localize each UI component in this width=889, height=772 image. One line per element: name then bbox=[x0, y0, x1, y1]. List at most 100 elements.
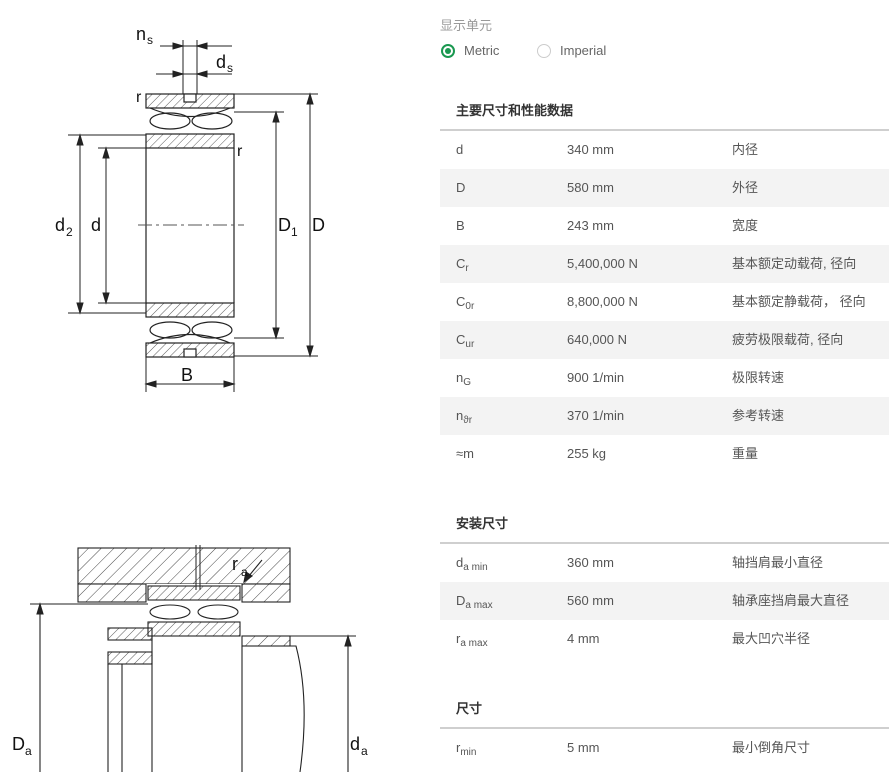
row-symbol: B bbox=[456, 207, 465, 247]
symbol-main: C bbox=[456, 294, 466, 309]
d2-sub: 2 bbox=[66, 225, 73, 239]
symbol-subscript: min bbox=[460, 747, 477, 758]
table-row: B 243 mm 宽度 bbox=[440, 207, 889, 245]
r-top-label: r bbox=[136, 89, 142, 106]
radio-metric-circle[interactable] bbox=[441, 43, 455, 58]
row-symbol: nG bbox=[456, 359, 471, 399]
row-symbol: rmin bbox=[456, 729, 476, 769]
bearing-section-top bbox=[145, 93, 235, 358]
section-divider bbox=[440, 542, 889, 544]
row-description: 轴承座挡肩最大直径 bbox=[732, 593, 850, 608]
symbol-subscript: a max bbox=[460, 638, 488, 649]
ns-sub: s bbox=[147, 33, 153, 47]
table-row: d 340 mm 内径 bbox=[440, 131, 889, 169]
row-value: 243 mm bbox=[567, 218, 614, 233]
row-symbol: da min bbox=[456, 544, 488, 584]
symbol-main: B bbox=[456, 218, 465, 233]
d2-label: d bbox=[55, 215, 65, 235]
row-description: 宽度 bbox=[732, 218, 759, 233]
row-symbol: Cr bbox=[456, 245, 469, 285]
row-value: 640,000 N bbox=[567, 332, 627, 347]
D1-sub: 1 bbox=[291, 225, 298, 239]
row-symbol: nϑr bbox=[456, 397, 472, 437]
symbol-subscript: r bbox=[465, 263, 469, 274]
row-value: 360 mm bbox=[567, 555, 614, 570]
row-symbol: D bbox=[456, 169, 465, 209]
row-description: 轴挡肩最小直径 bbox=[732, 555, 824, 570]
row-value: 580 mm bbox=[567, 180, 614, 195]
row-value: 900 1/min bbox=[567, 370, 625, 385]
unit-selector-label: 显示单元 bbox=[440, 18, 493, 33]
symbol-main: C bbox=[456, 332, 466, 347]
symbol-subscript: a max bbox=[465, 600, 493, 611]
table-row: nϑr 370 1/min 参考转速 bbox=[440, 397, 889, 435]
section-title: 尺寸 bbox=[456, 701, 483, 716]
row-description: 内径 bbox=[732, 142, 759, 157]
section-divider bbox=[440, 129, 889, 131]
symbol-main: d bbox=[456, 142, 464, 157]
spec-table: da min 360 mm 轴挡肩最小直径 Da max 560 mm 轴承座挡肩最大直径… bbox=[440, 544, 889, 658]
da-label: d bbox=[350, 734, 360, 754]
radio-imperial-circle[interactable] bbox=[537, 43, 551, 58]
table-row: Da max 560 mm 轴承座挡肩最大直径 bbox=[440, 582, 889, 620]
row-description: 最小倒角尺寸 bbox=[732, 740, 811, 755]
symbol-main: n bbox=[456, 408, 464, 423]
symbol-main: C bbox=[456, 256, 466, 271]
symbol-main: D bbox=[456, 593, 466, 608]
r-right-label: r bbox=[237, 143, 243, 160]
ra-sub: a bbox=[241, 565, 248, 579]
symbol-main: r bbox=[456, 740, 461, 755]
symbol-main: D bbox=[456, 180, 466, 195]
radio-metric[interactable]: Metric bbox=[441, 43, 499, 58]
section-dimensions: 尺寸 rmin 5 mm 最小倒角尺寸 bbox=[440, 691, 889, 767]
section-mounting-dimensions: 安装尺寸 da min 360 mm 轴挡肩最小直径 Da max 560 mm 轴承座挡… bbox=[440, 506, 889, 658]
row-value: 5 mm bbox=[567, 740, 600, 755]
Da-label: D bbox=[12, 734, 25, 754]
D1-label: D bbox=[278, 215, 291, 235]
row-value: 340 mm bbox=[567, 142, 614, 157]
row-value: 8,800,000 N bbox=[567, 294, 638, 309]
row-value: 255 kg bbox=[567, 446, 607, 461]
table-row: da min 360 mm 轴挡肩最小直径 bbox=[440, 544, 889, 582]
row-description: 基本额定静载荷， 径向 bbox=[732, 294, 866, 309]
symbol-subscript: G bbox=[463, 377, 472, 388]
radio-metric-label[interactable]: Metric bbox=[464, 43, 500, 58]
ds-sub: s bbox=[227, 61, 233, 75]
symbol-main: ≈m bbox=[456, 446, 474, 461]
symbol-subscript: ϑr bbox=[463, 415, 473, 426]
section-title: 安装尺寸 bbox=[456, 516, 509, 531]
row-value: 4 mm bbox=[567, 631, 600, 646]
row-description: 基本额定动载荷, 径向 bbox=[732, 256, 857, 271]
B-label: B bbox=[181, 365, 193, 385]
row-symbol: d bbox=[456, 131, 463, 171]
row-description: 重量 bbox=[732, 446, 759, 461]
row-value: 370 1/min bbox=[567, 408, 625, 423]
radio-imperial[interactable]: Imperial bbox=[537, 43, 606, 58]
Da-sub: a bbox=[25, 744, 32, 758]
mounting-drawing bbox=[30, 545, 356, 772]
symbol-main: r bbox=[456, 631, 461, 646]
ds-label: d bbox=[216, 52, 226, 72]
table-row: C0r 8,800,000 N 基本额定静载荷， 径向 bbox=[440, 283, 889, 321]
D-label: D bbox=[312, 215, 325, 235]
table-row: ≈m 255 kg 重量 bbox=[440, 435, 889, 473]
radio-imperial-label[interactable]: Imperial bbox=[560, 43, 607, 58]
row-value: 560 mm bbox=[567, 593, 614, 608]
spec-table: rmin 5 mm 最小倒角尺寸 bbox=[440, 729, 889, 767]
symbol-subscript: ur bbox=[465, 339, 475, 350]
symbol-subscript: 0r bbox=[465, 301, 475, 312]
bearing-drawing: n s d s r r d 2 d D 1 D B bbox=[12, 24, 368, 772]
symbol-subscript: a min bbox=[463, 562, 488, 573]
row-description: 参考转速 bbox=[732, 408, 785, 423]
d-label: d bbox=[91, 215, 101, 235]
da-sub: a bbox=[361, 744, 368, 758]
symbol-main: d bbox=[456, 555, 464, 570]
row-symbol: Cur bbox=[456, 321, 474, 361]
